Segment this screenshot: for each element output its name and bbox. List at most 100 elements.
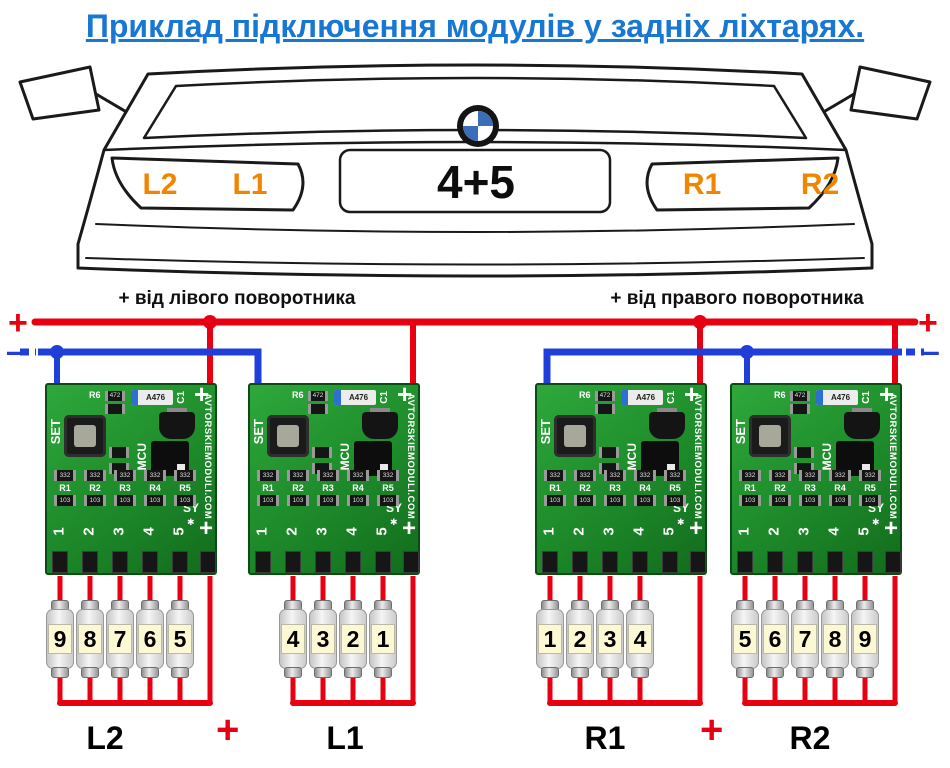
solder-pad bbox=[315, 551, 331, 573]
bulb-cap bbox=[766, 667, 784, 678]
pin-label: 4 bbox=[630, 527, 648, 536]
resistor-column: 332 R1 103 bbox=[541, 469, 569, 507]
resistor-label: R4 bbox=[149, 483, 161, 493]
festoon-bulb: 4 bbox=[625, 600, 655, 678]
left-taillight bbox=[110, 156, 305, 212]
pin-label: 5 bbox=[170, 527, 188, 536]
brand-label: AVTORSKIEMODULI.COM bbox=[692, 393, 703, 520]
set-button bbox=[554, 415, 596, 457]
mcu-label: MCU bbox=[820, 443, 834, 471]
bulb-number: 3 bbox=[598, 624, 622, 654]
smd-resistor: 332 bbox=[347, 470, 369, 481]
c1-plus-mark: + bbox=[684, 379, 700, 409]
blue-negative-bus-left bbox=[38, 348, 262, 384]
wiring-diagram bbox=[20, 315, 924, 706]
bulb-number: 1 bbox=[371, 624, 395, 654]
bulb-glass: 7 bbox=[791, 609, 819, 669]
c1-plus-mark: + bbox=[194, 379, 210, 409]
bulb-cap bbox=[571, 667, 589, 678]
smd-resistor: 332 bbox=[769, 470, 791, 481]
pin-label: 3 bbox=[313, 527, 331, 536]
capacitor bbox=[649, 408, 685, 439]
pin-label: 5 bbox=[660, 527, 678, 536]
resistor-column: 332 R4 103 bbox=[141, 469, 169, 507]
solder-pad bbox=[285, 551, 301, 573]
pin-label: 1 bbox=[50, 527, 68, 536]
festoon-bulb: 7 bbox=[105, 600, 135, 678]
smd-resistor: 472 bbox=[308, 391, 328, 401]
smd-resistor: 103 bbox=[257, 495, 279, 506]
car-label-l1: L1 bbox=[232, 168, 267, 201]
page-title: Приклад підключення модулів у задніх ліх… bbox=[85, 8, 865, 44]
smd-resistor: 103 bbox=[769, 495, 791, 506]
bulb-number: 1 bbox=[538, 624, 562, 654]
group-label-r1: R1 bbox=[584, 720, 626, 756]
bulb-glass: 4 bbox=[279, 609, 307, 669]
resistor-column: 332 R5 103 bbox=[171, 469, 199, 507]
bulb-wires-bottom bbox=[57, 676, 868, 703]
blue-negative-bus-right bbox=[543, 348, 902, 384]
smd-resistor: 332 bbox=[114, 470, 136, 481]
smd-resistor: 103 bbox=[859, 495, 881, 506]
smd-resistor: 332 bbox=[544, 470, 566, 481]
bulb-number: 2 bbox=[568, 624, 592, 654]
smd-resistor: 332 bbox=[799, 470, 821, 481]
smd-resistor: 332 bbox=[604, 470, 626, 481]
c1-label: C1 bbox=[861, 391, 872, 404]
smd-resistor: 472 bbox=[790, 391, 810, 401]
bulb-cap bbox=[314, 667, 332, 678]
pin-label: 3 bbox=[110, 527, 128, 536]
resistor-column: 332 R1 103 bbox=[254, 469, 282, 507]
resistor-label: R1 bbox=[59, 483, 71, 493]
resistor-column: 332 R3 103 bbox=[111, 469, 139, 507]
smd-component bbox=[599, 447, 619, 458]
bulb-cap bbox=[51, 667, 69, 678]
bulb-number: 9 bbox=[853, 624, 877, 654]
bulb-number: 4 bbox=[628, 624, 652, 654]
pin-label: 4 bbox=[825, 527, 843, 536]
bulb-cap bbox=[111, 667, 129, 678]
c1-label: C1 bbox=[666, 391, 677, 404]
bulb-wires-top bbox=[57, 576, 868, 602]
smd-resistor: 103 bbox=[739, 495, 761, 506]
capacitor bbox=[362, 408, 398, 439]
resistor-column: 332 R2 103 bbox=[81, 469, 109, 507]
diode-component: A476 bbox=[131, 390, 173, 405]
pin-label: 2 bbox=[570, 527, 588, 536]
car-body bbox=[76, 63, 874, 278]
set-label: SET bbox=[48, 419, 63, 445]
solder-pad bbox=[632, 551, 648, 573]
smd-component bbox=[794, 447, 814, 458]
r6-label: R6 bbox=[774, 390, 786, 400]
bulb-glass: 3 bbox=[596, 609, 624, 669]
bulb-number: 5 bbox=[733, 624, 757, 654]
solder-pad bbox=[797, 551, 813, 573]
resistor-column: 332 R4 103 bbox=[826, 469, 854, 507]
solder-pad bbox=[857, 551, 873, 573]
bulb-glass: 6 bbox=[761, 609, 789, 669]
plus-return-wires bbox=[207, 576, 898, 703]
smd-resistor bbox=[790, 404, 810, 414]
resistor-label: R4 bbox=[352, 483, 364, 493]
diode-component: A476 bbox=[621, 390, 663, 405]
minus-symbol-left: – bbox=[6, 333, 24, 369]
bulb-number: 8 bbox=[78, 624, 102, 654]
festoon-bulb: 4 bbox=[278, 600, 308, 678]
bulb-cap bbox=[141, 667, 159, 678]
mcu-label: MCU bbox=[625, 443, 639, 471]
festoon-bulb: 1 bbox=[368, 600, 398, 678]
solder-pad bbox=[403, 551, 419, 573]
bulb-cap bbox=[826, 667, 844, 678]
smd-resistor bbox=[105, 404, 125, 414]
bulb-cap bbox=[171, 667, 189, 678]
resistor-label: R3 bbox=[804, 483, 816, 493]
smd-resistor: 103 bbox=[799, 495, 821, 506]
set-label: SET bbox=[251, 419, 266, 445]
resistor-column: 332 R1 103 bbox=[736, 469, 764, 507]
smd-component bbox=[312, 463, 332, 474]
resistor-label: R1 bbox=[262, 483, 274, 493]
smd-resistor: 332 bbox=[377, 470, 399, 481]
resistor-column: 332 R2 103 bbox=[284, 469, 312, 507]
car-label-r1: R1 bbox=[683, 168, 721, 201]
smd-resistor: 103 bbox=[54, 495, 76, 506]
